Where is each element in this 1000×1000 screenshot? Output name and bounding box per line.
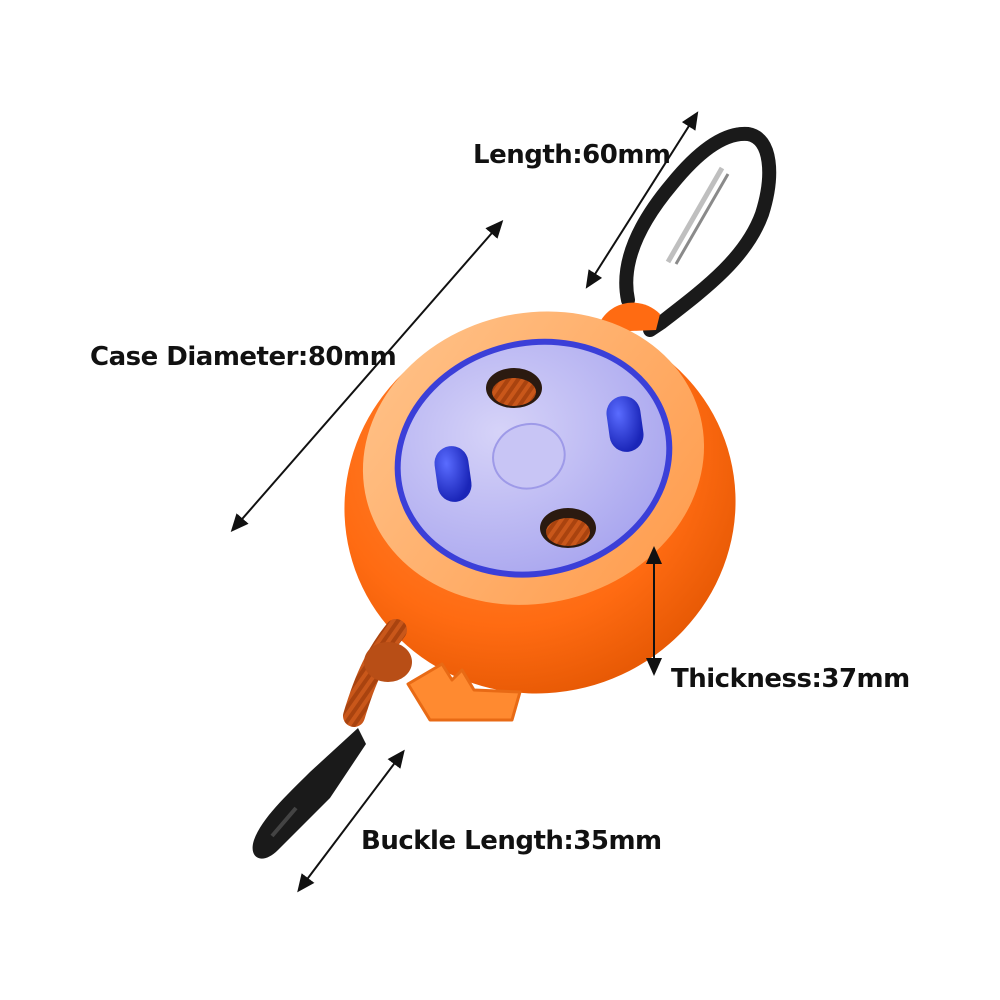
buckle-length-label: Buckle Length:35mm — [361, 826, 662, 856]
diameter-arrow — [230, 219, 504, 533]
length-arrow — [585, 111, 699, 289]
length-label: Length:60mm — [473, 140, 671, 170]
buckle-arrow — [297, 749, 405, 893]
cord-hole-top — [486, 368, 542, 408]
cord-stopper — [406, 662, 522, 722]
thickness-label: Thickness:37mm — [671, 664, 910, 694]
bottom-cord — [343, 619, 412, 727]
case-diameter-label: Case Diameter:80mm — [90, 342, 397, 372]
buckle-clip — [252, 728, 366, 859]
cord-hole-bottom — [540, 508, 596, 548]
post-right — [606, 396, 644, 452]
